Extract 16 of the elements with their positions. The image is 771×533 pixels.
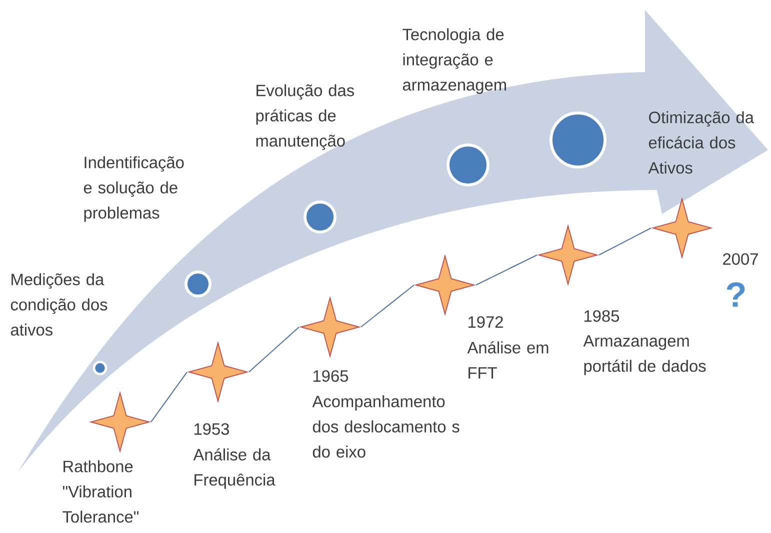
milestone-label: Análise em FFT [467, 341, 548, 378]
milestone-label: Acompanhamento dos deslocamento s do eixo [312, 395, 460, 458]
year-label: 2007 [723, 253, 758, 265]
year-label: 1953 [194, 423, 229, 435]
connector-line [150, 372, 188, 422]
milestone-label: Análise da Frequência [193, 448, 276, 489]
connector-line [476, 254, 538, 286]
milestone-label: Tecnologia de integração e armazenagem [402, 28, 506, 94]
milestone-label: Medições da condição dos ativos [10, 273, 108, 336]
connector-line [248, 326, 300, 372]
question-mark: ? [726, 282, 745, 307]
connector-line [598, 228, 652, 256]
connector-line [360, 284, 414, 328]
milestone-label: Indentificação e solução de problemas [84, 156, 184, 222]
milestone-label: Armazanagem portátil de dados [583, 335, 706, 376]
milestone-label: Evolução das práticas de manutenção [256, 84, 354, 150]
